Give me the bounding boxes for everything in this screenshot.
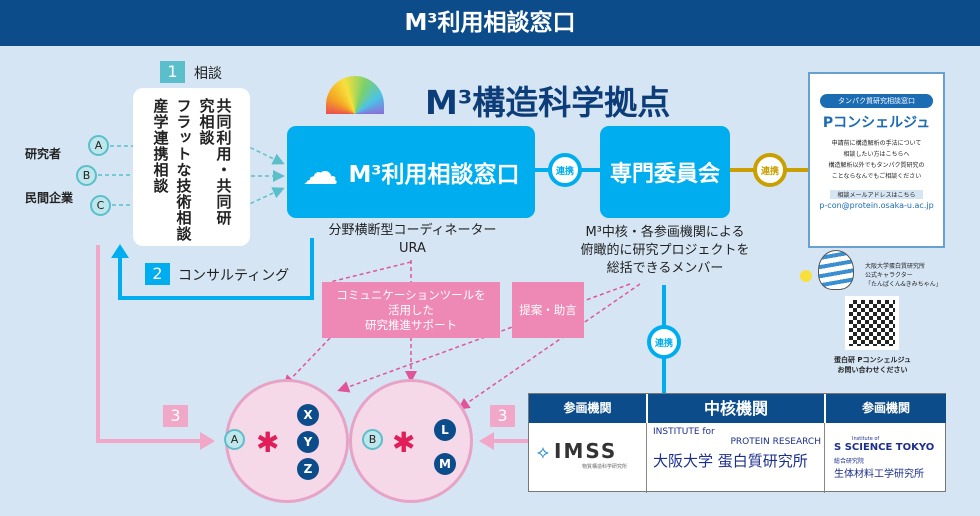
pcon-text-4: ことならなんでもご相談ください: [831, 173, 922, 180]
step1-label: 相談: [194, 66, 222, 82]
p-concierge-card[interactable]: タンパク質研究相談窓口 Pコンシェルジュ 申請前に構造解析の手法について相談した…: [808, 72, 945, 248]
pcon-title: Pコンシェルジュ: [822, 115, 931, 131]
qr-caption: 蛋白研 Pコンシェルジュお問い合わせください: [833, 356, 912, 374]
advice-box: 提案・助言: [512, 282, 584, 338]
support-line-2: 活用した: [388, 302, 434, 317]
pcon-text-2: 相談したい方はこちらへ: [843, 151, 910, 158]
ipr-logo: INSTITUTE for PROTEIN RESEARCH 大阪大学 蛋白質研…: [653, 427, 821, 470]
renkei-cycle-icon-lower: 連携: [647, 325, 681, 359]
ura-label: URA: [399, 241, 426, 256]
pcon-email[interactable]: p-con@protein.osaka-u.ac.jp: [819, 201, 934, 210]
qr-code[interactable]: [845, 296, 899, 350]
cloud-upload-icon: ☁: [302, 151, 339, 193]
mascot-small-icon: [800, 270, 812, 282]
consult-type-industry: 産学連携相談: [151, 98, 170, 194]
user-node-a: A: [88, 135, 109, 156]
member-m: M: [434, 453, 456, 475]
institutions-table: 参画機関 中核機関 参画機関 ⟡ IMSS 物質構造科学研究所 INSTITUT…: [528, 393, 946, 493]
main-title: M³構造科学拠点: [425, 83, 671, 122]
researcher-label: 研究者: [25, 147, 62, 161]
imss-logo: ⟡ IMSS 物質構造科学研究所: [537, 439, 628, 470]
consult-type-flat: フラットな技術相談: [174, 98, 193, 242]
mascot-character-icon: [818, 250, 854, 290]
slack-icon: ✱: [392, 426, 416, 459]
member-l: L: [434, 419, 456, 441]
col-header-participating-2: 参画機関: [825, 394, 946, 423]
step3-badge-left: 3: [163, 405, 188, 427]
window-label: M³利用相談窓口: [348, 162, 520, 188]
pcon-mail-label: 相談メールアドレスはこちら: [830, 190, 923, 199]
science-tokyo-logo: Institute of S SCIENCE TOKYO 総合研究院 生体材料工…: [834, 436, 935, 480]
pcon-text-1: 申請前に構造解析の手法について: [831, 140, 922, 147]
research-support-box: コミュニケーションツールを 活用した 研究推進サポート: [322, 282, 500, 338]
member-z: Z: [297, 458, 319, 480]
group-circle-a: [225, 379, 349, 503]
support-line-1: コミュニケーションツールを: [336, 287, 486, 302]
member-x: X: [297, 404, 319, 426]
coordinator-label: 分野横断型コーディネーター: [328, 223, 497, 238]
renkei-cycle-icon: 連携: [548, 153, 582, 187]
col-header-core: 中核機関: [647, 394, 824, 423]
pcon-text-3: 構造解析以外でもタンパク質研究の: [828, 162, 925, 169]
circle-user-b: B: [362, 429, 383, 450]
slack-icon: ✱: [256, 426, 280, 459]
renkei-cycle-icon-gold: 連携: [753, 153, 787, 187]
committee-desc-3: 総括できるメンバー: [606, 261, 724, 276]
circle-user-a: A: [224, 429, 245, 450]
support-line-3: 研究推進サポート: [365, 317, 457, 332]
step1-badge: 1: [160, 61, 185, 83]
user-node-c: C: [90, 195, 111, 216]
company-label: 民間企業: [25, 191, 74, 205]
m3-consult-window-box[interactable]: ☁ M³利用相談窓口: [287, 126, 535, 218]
consult-type-joint: 共同利用・共同研究相談: [197, 98, 233, 226]
user-node-b: B: [76, 165, 97, 186]
step3-badge-right: 3: [490, 405, 515, 427]
step2-badge: 2: [145, 263, 170, 285]
committee-desc-1: M³中核・各参画機関による: [585, 225, 745, 240]
pcon-tag: タンパク質研究相談窓口: [820, 94, 933, 108]
mascot-caption: 大阪大学蛋白質研究所公式キャラクター「たんぱくん&きみちゃん」: [865, 263, 942, 288]
step2-label: コンサルティング: [178, 268, 290, 284]
committee-desc-2: 俯瞰的に研究プロジェクトを: [580, 243, 750, 258]
col-header-participating: 参画機関: [529, 394, 646, 423]
consultation-types-box: 共同利用・共同研究相談 フラットな技術相談 産学連携相談: [133, 88, 250, 246]
member-y: Y: [297, 431, 319, 453]
header-title: M³利用相談窓口: [0, 0, 980, 46]
committee-box[interactable]: 専門委員会: [600, 126, 730, 218]
